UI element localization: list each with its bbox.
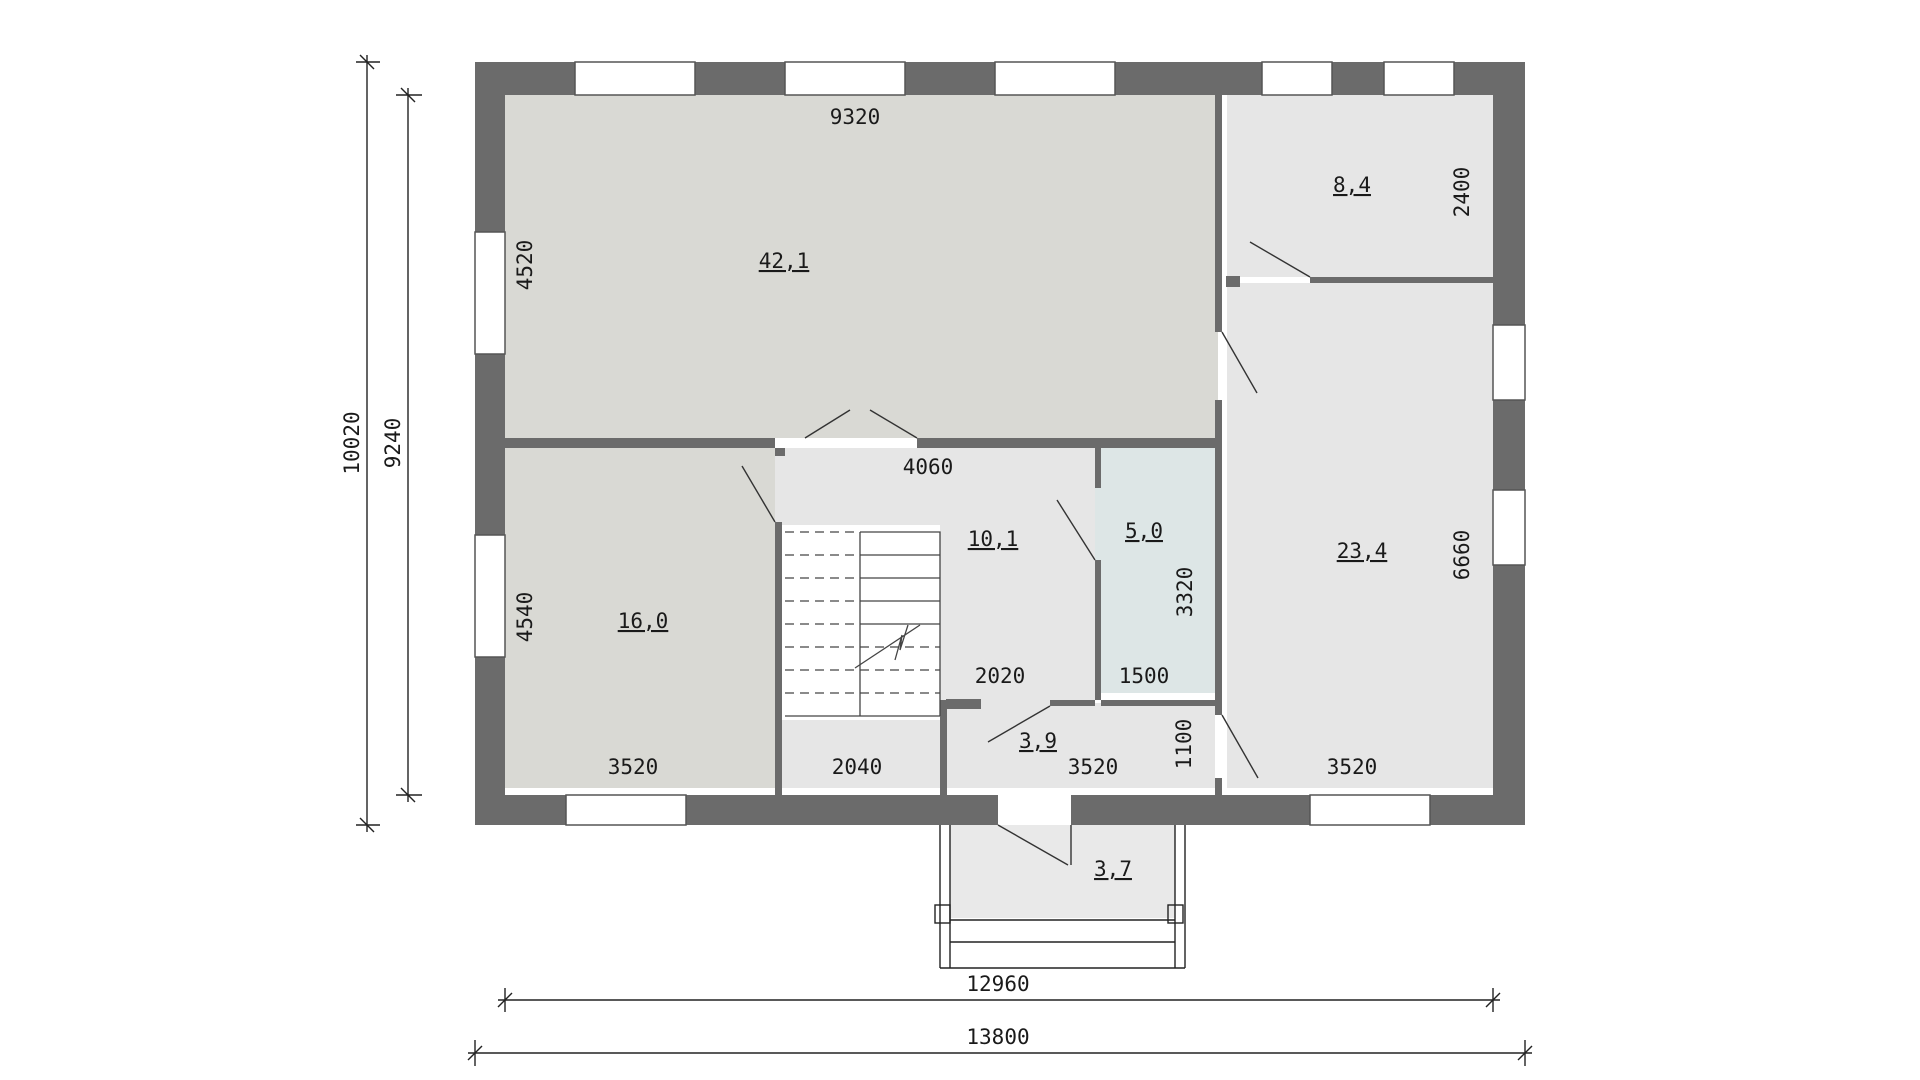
windows <box>474 61 1526 826</box>
door-bedroom[interactable] <box>741 465 776 523</box>
wall-bedroom-stair <box>775 522 782 795</box>
window-bottom-1 <box>565 794 687 826</box>
door-vestibule[interactable] <box>987 705 1051 743</box>
wall-bath-left-stub <box>1095 448 1101 488</box>
area-room-top-right: 8,4 <box>1333 173 1371 197</box>
area-living: 42,1 <box>759 249 810 273</box>
door-right-room[interactable] <box>1221 714 1259 779</box>
wall-bath-left <box>1095 560 1101 700</box>
dim-hall-width: 4060 <box>903 455 954 479</box>
dim-inner-width-tick-left-slash <box>497 992 513 1008</box>
dim-bedroom-left-height: 4540 <box>513 592 537 643</box>
window-top-5 <box>1383 61 1455 96</box>
dim-inner-height-tick-bottom-slash <box>400 787 416 803</box>
dim-bedroom-left-width: 3520 <box>608 755 659 779</box>
room-area-labels: 42,1 16,0 10,1 5,0 3,9 3,7 8,4 23,4 <box>618 173 1388 881</box>
room-right-floor[interactable] <box>1227 283 1493 788</box>
window-right-1 <box>1492 324 1526 401</box>
window-top-2 <box>784 61 906 96</box>
dim-inner-height-tick-top-slash <box>400 87 416 103</box>
dim-right-room-height: 6660 <box>1450 530 1474 581</box>
dim-overall-height-tick-bottom-slash <box>359 817 375 833</box>
stair-break-mark <box>854 624 921 669</box>
dim-right-room-width: 3520 <box>1327 755 1378 779</box>
area-vestibule: 3,9 <box>1019 729 1057 753</box>
wall-living-right-lower <box>1215 400 1222 715</box>
door-bath[interactable] <box>1056 499 1096 561</box>
wall-stair-right <box>940 700 947 795</box>
room-top-right-floor[interactable] <box>1227 95 1493 277</box>
dim-hall-depth: 2020 <box>975 664 1026 688</box>
dim-living-height: 4520 <box>513 240 537 291</box>
door-living-left[interactable] <box>804 409 851 439</box>
dim-inner-width-label: 12960 <box>966 972 1029 996</box>
window-left-2 <box>474 534 506 658</box>
living-room-floor[interactable] <box>505 95 1218 438</box>
dim-overall-width-tick-left-slash <box>467 1045 483 1061</box>
porch-floor[interactable] <box>950 818 1175 918</box>
dim-bath-width: 1500 <box>1119 664 1170 688</box>
dim-vestibule-height: 1100 <box>1172 719 1196 770</box>
door-living-right[interactable] <box>869 409 918 439</box>
area-room-right: 23,4 <box>1337 539 1388 563</box>
bathroom-floor[interactable] <box>1095 448 1215 693</box>
porch-post-left <box>934 904 951 924</box>
window-right-2 <box>1492 489 1526 566</box>
window-top-1 <box>574 61 696 96</box>
dim-bath-height: 3320 <box>1173 567 1197 618</box>
porch <box>934 825 1186 969</box>
room-floors <box>505 95 1493 918</box>
window-top-4 <box>1261 61 1333 96</box>
stair-break-zig <box>894 624 909 661</box>
staircase[interactable] <box>782 525 941 720</box>
dim-inner-width-tick-right-slash <box>1485 992 1501 1008</box>
wall-vestibule-top <box>1050 700 1095 706</box>
wall-living-hall <box>917 438 1218 448</box>
door-topright-room[interactable] <box>1249 241 1311 278</box>
area-bedroom-left: 16,0 <box>618 609 669 633</box>
stair-well <box>782 525 940 720</box>
wall-stair-notch <box>946 699 981 709</box>
entrance-opening <box>998 795 1071 825</box>
area-bathroom: 5,0 <box>1125 519 1163 543</box>
wall-stub <box>775 448 785 456</box>
dimension-lines <box>356 54 1533 1066</box>
door-entrance[interactable] <box>997 824 1069 866</box>
wall-living-bedroom <box>505 438 775 448</box>
area-hall: 10,1 <box>968 527 1019 551</box>
dim-overall-width-tick-right-slash <box>1517 1045 1533 1061</box>
dim-overall-height-tick-top-slash <box>359 54 375 70</box>
partitions <box>505 95 1493 795</box>
dim-overall-width-label: 13800 <box>966 1025 1029 1049</box>
area-porch: 3,7 <box>1094 857 1132 881</box>
window-left-1 <box>474 231 506 355</box>
dim-living-width: 9320 <box>830 105 881 129</box>
wall-living-right-upper <box>1215 95 1222 332</box>
dim-overall-height-label: 10020 <box>340 411 364 474</box>
dim-inner-height-label: 9240 <box>381 418 405 469</box>
dim-stair-width: 2040 <box>832 755 883 779</box>
doors <box>741 241 1311 866</box>
door-living-right-room[interactable] <box>1221 331 1258 394</box>
dim-vestibule-width: 3520 <box>1068 755 1119 779</box>
wall-right-bottom-stub <box>1215 778 1222 795</box>
wall-topright-divider <box>1310 277 1493 283</box>
stair-upper-outline <box>860 531 941 716</box>
dim-top-right-height: 2400 <box>1450 167 1474 218</box>
dimension-labels: 9320 4520 4540 3520 2040 4060 2020 3320 … <box>340 105 1474 1049</box>
wall-topright-stub <box>1226 276 1240 287</box>
bedroom-left-floor[interactable] <box>505 448 775 788</box>
window-bottom-2 <box>1309 794 1431 826</box>
vestibule-floor[interactable] <box>940 703 1215 788</box>
porch-post-right <box>1167 904 1184 924</box>
wall-bath-bottom <box>1101 700 1215 706</box>
window-top-3 <box>994 61 1116 96</box>
